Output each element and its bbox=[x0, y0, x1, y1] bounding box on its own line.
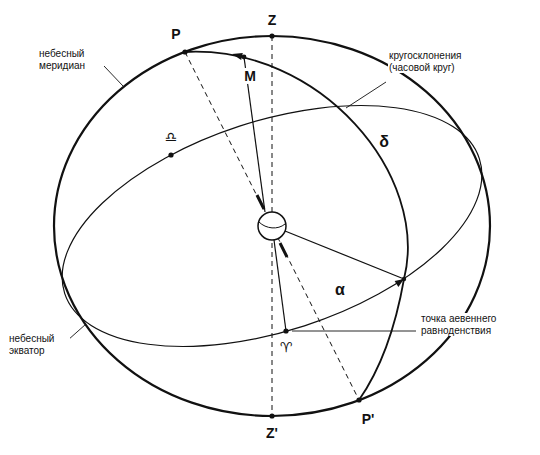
nadir-label: Z' bbox=[265, 425, 279, 441]
radius-line bbox=[285, 231, 404, 279]
spring-point-label: точка аевеннего равноденствия bbox=[420, 313, 502, 336]
celestial-meridian bbox=[54, 36, 490, 416]
equator-label: небесный экватор bbox=[8, 333, 70, 356]
pole-label: P' bbox=[361, 411, 376, 427]
meridian-label: небесный меридиан bbox=[38, 48, 104, 71]
autumn-point-symbol: ♎ bbox=[164, 129, 179, 145]
hour-circle bbox=[185, 52, 408, 400]
declination-label: δ bbox=[378, 133, 390, 151]
leader-line bbox=[104, 66, 123, 86]
radius-line bbox=[274, 240, 286, 331]
arrowheads bbox=[232, 53, 404, 287]
radius-line bbox=[244, 57, 265, 212]
leader-line bbox=[346, 82, 386, 108]
leader-line bbox=[68, 324, 86, 340]
hour-circle-label: кругосклонения (часовой круг) bbox=[388, 50, 494, 73]
spring-point-symbol: ♈ bbox=[279, 339, 294, 355]
world-axis bbox=[185, 52, 359, 400]
leader-line bbox=[292, 331, 416, 332]
earth bbox=[257, 195, 287, 257]
star-label: M bbox=[243, 68, 257, 84]
points bbox=[168, 33, 406, 418]
pole-label: P bbox=[170, 26, 181, 42]
right-ascension-label: α bbox=[334, 281, 346, 299]
zenith-label: Z bbox=[267, 12, 278, 28]
